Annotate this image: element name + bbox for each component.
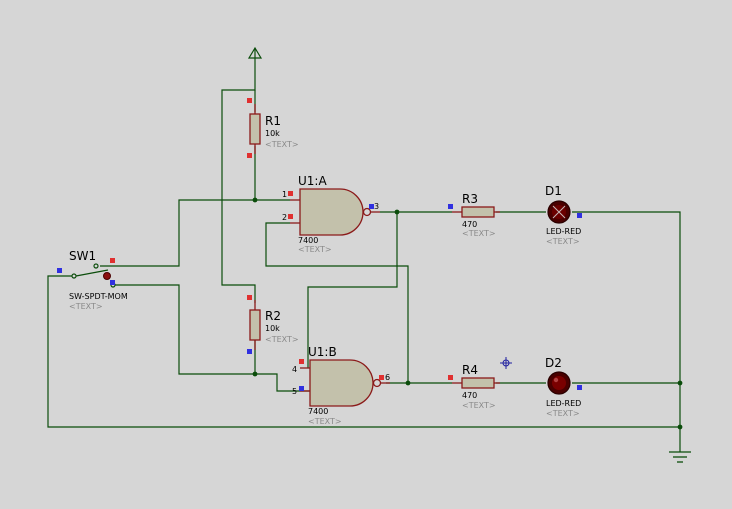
pin-marker (448, 204, 453, 209)
u1a-text: <TEXT> (298, 245, 332, 254)
wire-d1-rail[interactable] (572, 211, 681, 427)
d1-value: LED-RED (546, 227, 581, 236)
r4-value: 470 (462, 391, 477, 400)
wire-u1a-pin2-feedback[interactable] (265, 222, 409, 383)
junction-dot (394, 209, 400, 215)
resistor-r2[interactable]: R2 10k <TEXT> (247, 295, 299, 354)
pin-marker (369, 204, 374, 209)
switch-actuator[interactable] (103, 272, 111, 280)
pin-marker (577, 213, 582, 218)
pin-marker (299, 359, 304, 364)
u1a-ref: U1:A (298, 174, 327, 188)
crosshair-cursor-icon (500, 357, 512, 369)
d2-ref: D2 (545, 356, 562, 370)
r3-ref: R3 (462, 192, 478, 206)
u1b-text: <TEXT> (308, 417, 342, 426)
junction-dot (677, 424, 683, 430)
wire-u1a-out-feedback[interactable] (307, 212, 398, 368)
r2-value: 10k (265, 324, 280, 333)
resistor-r4[interactable]: R4 470 <TEXT> (448, 363, 500, 410)
nand-gate-u1b[interactable]: 4 5 6 U1:B 7400 <TEXT> (292, 345, 390, 426)
pin-marker (448, 375, 453, 380)
pin-marker (288, 191, 293, 196)
resistor-r1[interactable]: R1 10k <TEXT> (247, 98, 299, 158)
r2-ref: R2 (265, 309, 281, 323)
d1-text: <TEXT> (546, 237, 580, 246)
r1-text: <TEXT> (265, 140, 299, 149)
junction-dot (252, 197, 258, 203)
pin-marker (299, 386, 304, 391)
wire-r2-u1b-pin5[interactable] (254, 339, 310, 392)
wire-sw1-ground[interactable] (47, 275, 681, 452)
pin-marker (247, 349, 252, 354)
pin-marker (57, 268, 62, 273)
r1-ref: R1 (265, 114, 281, 128)
wires (47, 58, 681, 452)
u1b-pin-4: 4 (292, 365, 297, 374)
u1b-value: 7400 (308, 407, 328, 416)
junctions (252, 197, 683, 430)
pin-marker (110, 258, 115, 263)
ground-terminal-icon[interactable] (669, 451, 691, 463)
pin-marker (247, 295, 252, 300)
resistor-r3[interactable]: R3 470 <TEXT> (448, 192, 500, 238)
u1a-value: 7400 (298, 236, 318, 245)
pin-marker (288, 214, 293, 219)
pin-marker (577, 385, 582, 390)
pin-marker (110, 280, 115, 285)
d2-value: LED-RED (546, 399, 581, 408)
u1b-pin-6: 6 (385, 373, 390, 382)
r3-text: <TEXT> (462, 229, 496, 238)
switch-sw1[interactable]: SW1 SW-SPDT-MOM <TEXT> (57, 249, 128, 311)
pin-marker (247, 98, 252, 103)
wire-sw1-u1a[interactable] (100, 199, 255, 267)
junction-dot (405, 380, 411, 386)
junction-dot (252, 371, 258, 377)
r4-text: <TEXT> (462, 401, 496, 410)
u1a-pin-2: 2 (282, 213, 287, 222)
r2-text: <TEXT> (265, 335, 299, 344)
wire-sw1-u1b[interactable] (115, 284, 255, 375)
r3-value: 470 (462, 220, 477, 229)
pin-marker (247, 153, 252, 158)
junction-dot (677, 380, 683, 386)
led-d2[interactable]: D2 LED-RED <TEXT> (545, 356, 582, 418)
d2-text: <TEXT> (546, 409, 580, 418)
nand-gate-u1a[interactable]: 1 2 3 U1:A 7400 <TEXT> (282, 174, 380, 254)
u1b-pin-5: 5 (292, 387, 297, 396)
sw1-ref: SW1 (69, 249, 96, 263)
sw1-text: <TEXT> (69, 302, 103, 311)
r4-ref: R4 (462, 363, 478, 377)
u1a-pin-1: 1 (282, 190, 287, 199)
wire-vcc-rail[interactable] (221, 58, 256, 303)
pin-marker (379, 375, 384, 380)
d1-ref: D1 (545, 184, 562, 198)
r1-value: 10k (265, 129, 280, 138)
sw1-value: SW-SPDT-MOM (69, 292, 128, 301)
led-d1[interactable]: D1 LED-RED <TEXT> (545, 184, 582, 246)
power-terminal-icon[interactable] (247, 46, 263, 59)
u1b-ref: U1:B (308, 345, 337, 359)
u1a-pin-3: 3 (374, 202, 379, 211)
